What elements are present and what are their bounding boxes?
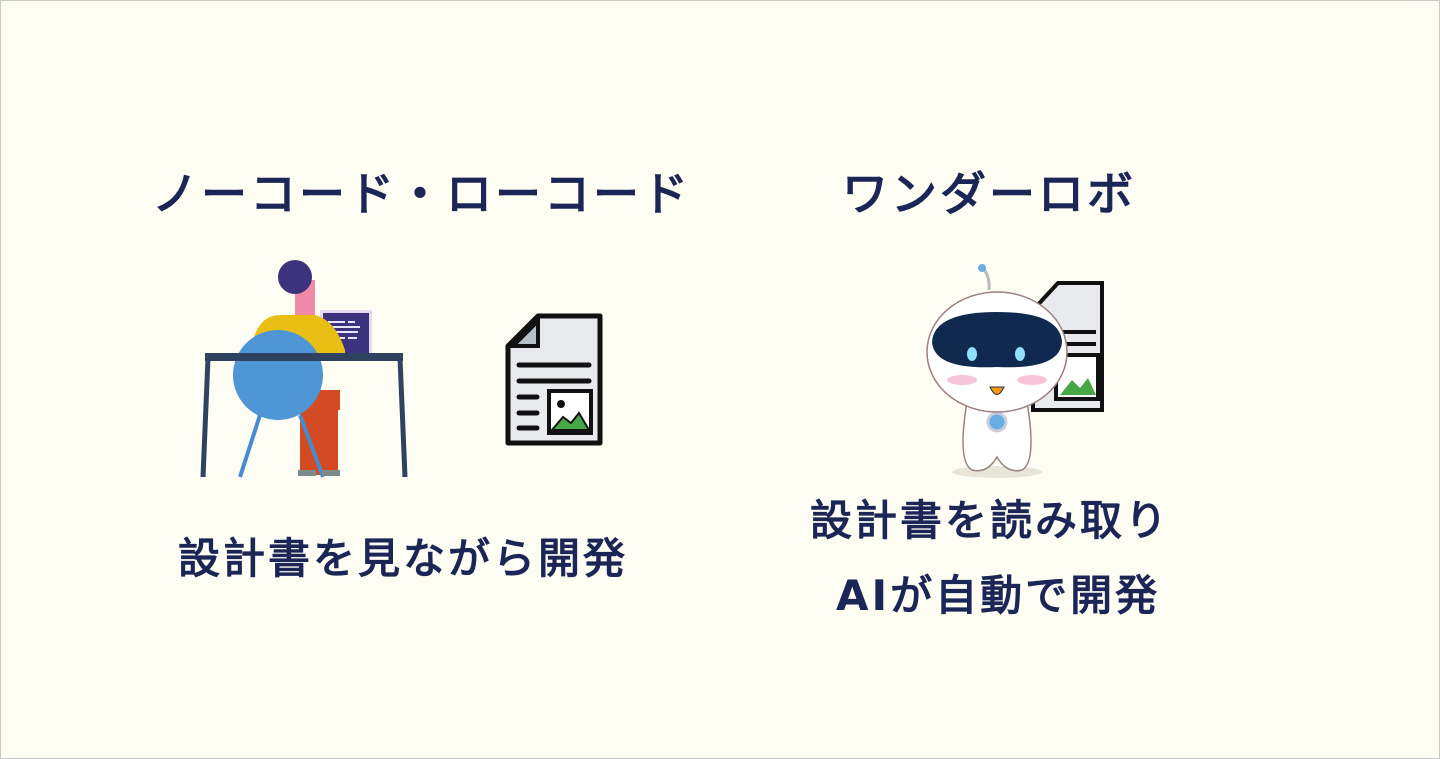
right-caption-line1: 設計書を読み取り [810,496,1171,545]
document-icon [505,313,603,446]
right-caption-line2: AIが自動で開発 [836,571,1161,620]
left-caption: 設計書を見ながら開発 [178,534,629,583]
developer-at-desk-illustration [200,260,408,478]
right-title: ワンダーロボ [842,167,1136,221]
wonder-robo-illustration [926,264,1068,478]
left-title: ノーコード・ローコード [152,167,691,221]
